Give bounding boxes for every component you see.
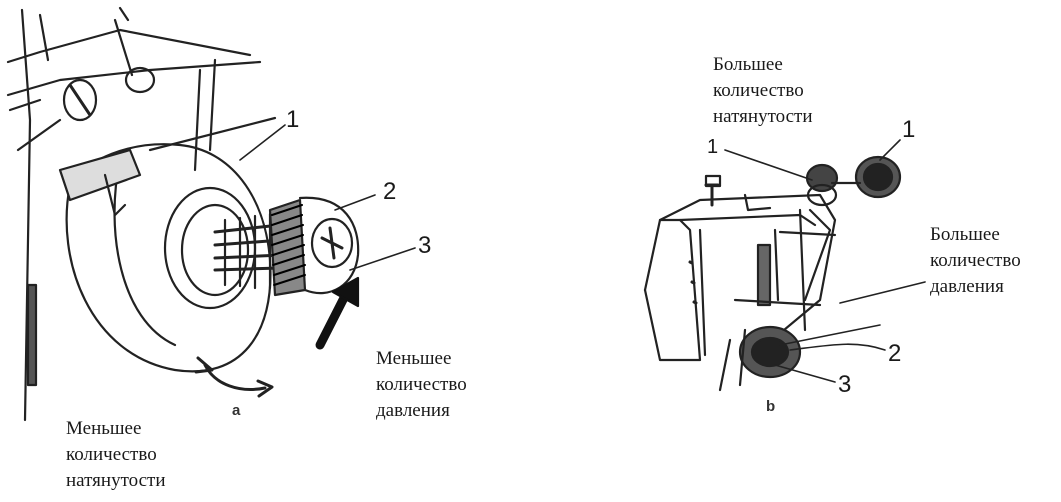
- rotation-arrow-a: [194, 356, 274, 398]
- less-pressure-label: Меньшее количество давления: [376, 348, 467, 421]
- tension-nut-a: [268, 196, 360, 297]
- tension-knobs-b: [805, 155, 902, 207]
- callout-1-b-right: 1: [902, 116, 916, 143]
- more-tension-label: Большее количество натянутости: [713, 54, 813, 127]
- more-pressure-label: Большее количество давления: [930, 224, 1021, 297]
- spring-cylinder-b: [718, 298, 822, 392]
- callout-1-b-left: 1: [707, 136, 719, 158]
- tension-housing-a: [58, 116, 277, 373]
- callout-1-a: 3: [418, 232, 432, 259]
- machine-frame-a: [6, 6, 262, 422]
- callout-2-b: 2: [888, 340, 902, 367]
- callout-3-b: 3: [838, 371, 852, 398]
- figure-label-a: a: [232, 402, 241, 419]
- leader-lines-b: [724, 139, 926, 383]
- callout-3-a: 1: [286, 106, 300, 133]
- machine-head-b: [643, 174, 837, 362]
- pressure-arrow-a: [315, 276, 360, 350]
- leader-lines-a: [239, 124, 416, 271]
- tension-spring-a: [213, 212, 284, 290]
- less-tension-label: Меньшее количество натянутости: [66, 418, 166, 491]
- figure-label-b: b: [766, 398, 776, 415]
- guide-roller-a: [62, 66, 156, 122]
- callout-2-a: 2: [383, 178, 397, 205]
- pressure-bar-b: [756, 208, 837, 332]
